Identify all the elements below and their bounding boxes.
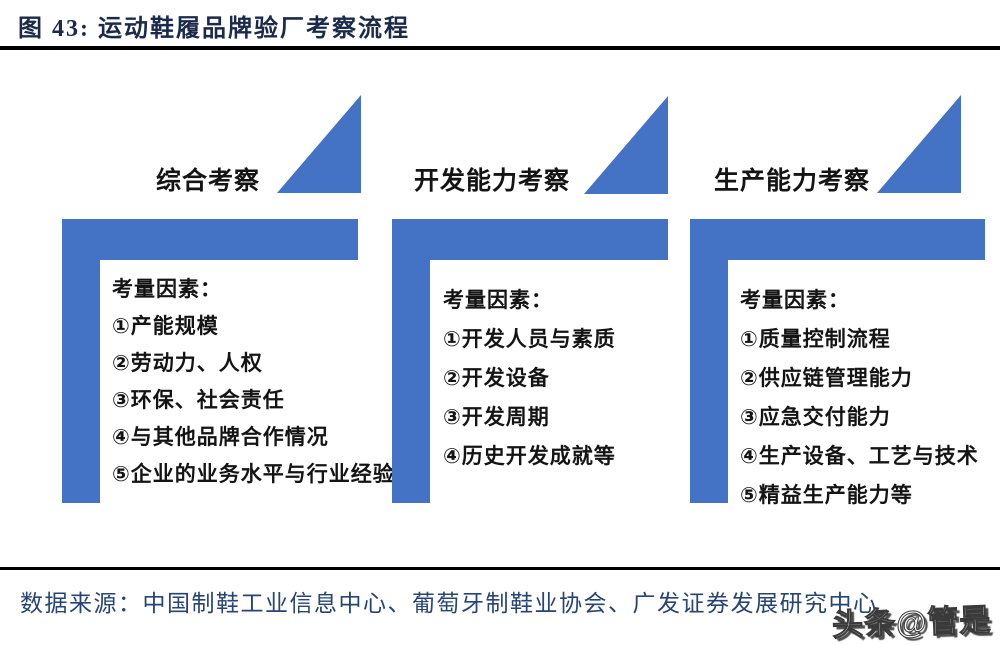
- list-label: 考量因素：: [112, 278, 222, 301]
- list-item: ①质量控制流程: [740, 328, 891, 351]
- data-source: 数据来源：中国制鞋工业信息中心、葡萄牙制鞋业协会、广发证券发展研究中心: [20, 591, 878, 616]
- title-divider: [0, 46, 1000, 50]
- list-label: 考量因素：: [443, 289, 553, 312]
- triangle-icon: [584, 96, 668, 194]
- list-item: ②劳动力、人权: [112, 352, 263, 375]
- list-item: ①产能规模: [112, 315, 219, 338]
- column-top-bar: [392, 219, 668, 260]
- list-item: ③应急交付能力: [740, 406, 891, 429]
- column-items-development: 考量因素： ①开发人员与素质 ②开发设备 ③开发周期 ④历史开发成就等: [443, 281, 616, 476]
- watermark: 头条@管是: [831, 602, 992, 644]
- list-item: ③开发周期: [443, 406, 550, 429]
- list-item: ⑤企业的业务水平与行业经验: [112, 463, 395, 486]
- column-left-bar: [392, 219, 430, 503]
- triangle-icon: [277, 95, 361, 193]
- list-item: ④历史开发成就等: [443, 445, 616, 468]
- triangle-icon: [877, 95, 961, 193]
- list-item: ①开发人员与素质: [443, 328, 616, 351]
- list-item: ④生产设备、工艺与技术: [740, 445, 979, 468]
- list-item: ④与其他品牌合作情况: [112, 426, 329, 449]
- column-heading-comprehensive: 综合考察: [155, 167, 260, 195]
- column-items-comprehensive: 考量因素： ①产能规模 ②劳动力、人权 ③环保、社会责任 ④与其他品牌合作情况 …: [112, 271, 395, 493]
- list-item: ③环保、社会责任: [112, 389, 285, 412]
- column-left-bar: [690, 219, 728, 503]
- figure-title: 图 43: 运动鞋履品牌验厂考察流程: [18, 16, 410, 42]
- source-divider: [0, 567, 1000, 570]
- list-label: 考量因素：: [740, 289, 850, 312]
- column-top-bar: [690, 219, 985, 260]
- column-heading-production: 生产能力考察: [713, 167, 870, 195]
- list-item: ②开发设备: [443, 367, 550, 390]
- list-item: ②供应链管理能力: [740, 367, 913, 390]
- column-items-production: 考量因素： ①质量控制流程 ②供应链管理能力 ③应急交付能力 ④生产设备、工艺与…: [740, 281, 979, 515]
- list-item: ⑤精益生产能力等: [740, 484, 913, 507]
- column-heading-development: 开发能力考察: [413, 167, 570, 195]
- column-left-bar: [62, 219, 100, 503]
- column-top-bar: [62, 219, 358, 260]
